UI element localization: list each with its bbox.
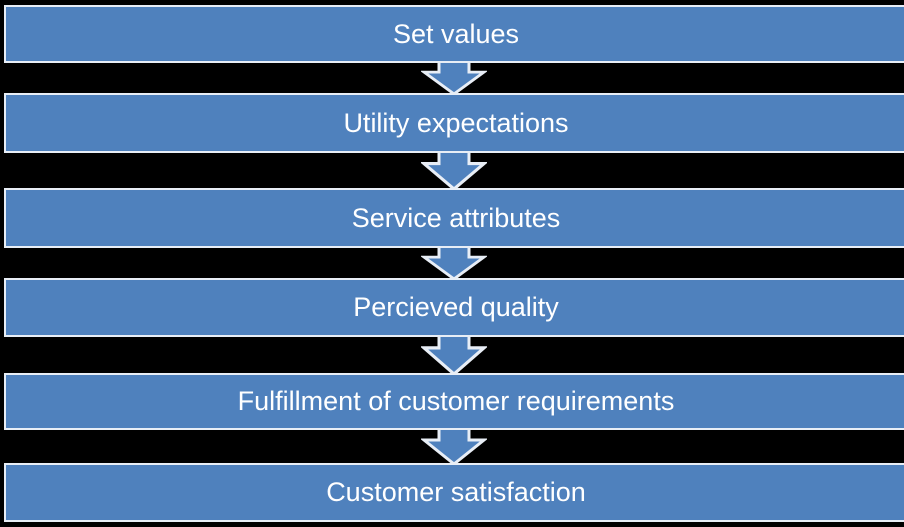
down-arrow-icon [421,337,487,374]
flow-step-set-values: Set values [4,5,904,63]
flow-step-customer-satisfaction: Customer satisfaction [4,463,904,522]
flow-step-utility-expectations: Utility expectations [4,93,904,153]
flow-step-label: Service attributes [351,202,561,233]
down-arrow-icon [421,153,487,189]
flow-step-service-attributes: Service attributes [4,188,904,248]
flow-step-label: Set values [392,18,520,49]
flow-step-label: Percieved quality [353,292,559,322]
flow-step-label: Utility expectations [343,107,569,138]
flow-step-percieved-quality: Percieved quality [4,278,904,337]
flow-step-fulfillment-of-customer-requirements: Fulfillment of customer requirements [4,373,904,430]
flow-step-label: Customer satisfaction [326,477,586,507]
flow-step-label: Fulfillment of customer requirements [237,386,675,416]
down-arrow-icon [421,63,487,94]
down-arrow-icon [421,248,487,279]
down-arrow-icon [421,430,487,464]
